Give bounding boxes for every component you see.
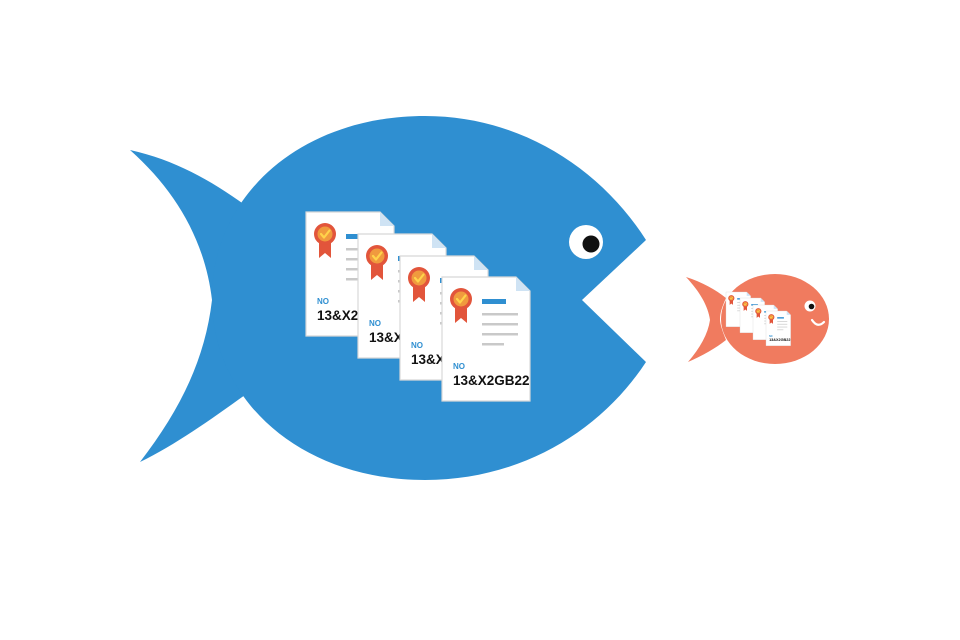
big-fish-tail: [130, 150, 245, 462]
certificate-stack: NO13&X2GB22NO13&X2GB22NO13&X2GB22NO13&X2…: [305, 211, 531, 402]
certificate-no-label: NO: [317, 297, 329, 306]
certificate-no-label: NO: [411, 341, 423, 350]
certificate-code: 13&X2GB22: [769, 338, 790, 342]
small-fish-pupil: [808, 303, 815, 310]
small-fish-smile: [810, 318, 826, 326]
certificate-no-label: NO: [369, 319, 381, 328]
certificate-no-label: NO: [769, 336, 773, 338]
small-fish-tail: [686, 277, 726, 362]
certificate-no-label: NO: [453, 362, 465, 371]
certificate-document-icon: NO 13&X2GB22: [441, 276, 531, 402]
certificate-code: 13&X2GB22: [453, 373, 530, 388]
big-fish-pupil: [582, 235, 600, 253]
big-fish-teeth: [582, 240, 646, 362]
